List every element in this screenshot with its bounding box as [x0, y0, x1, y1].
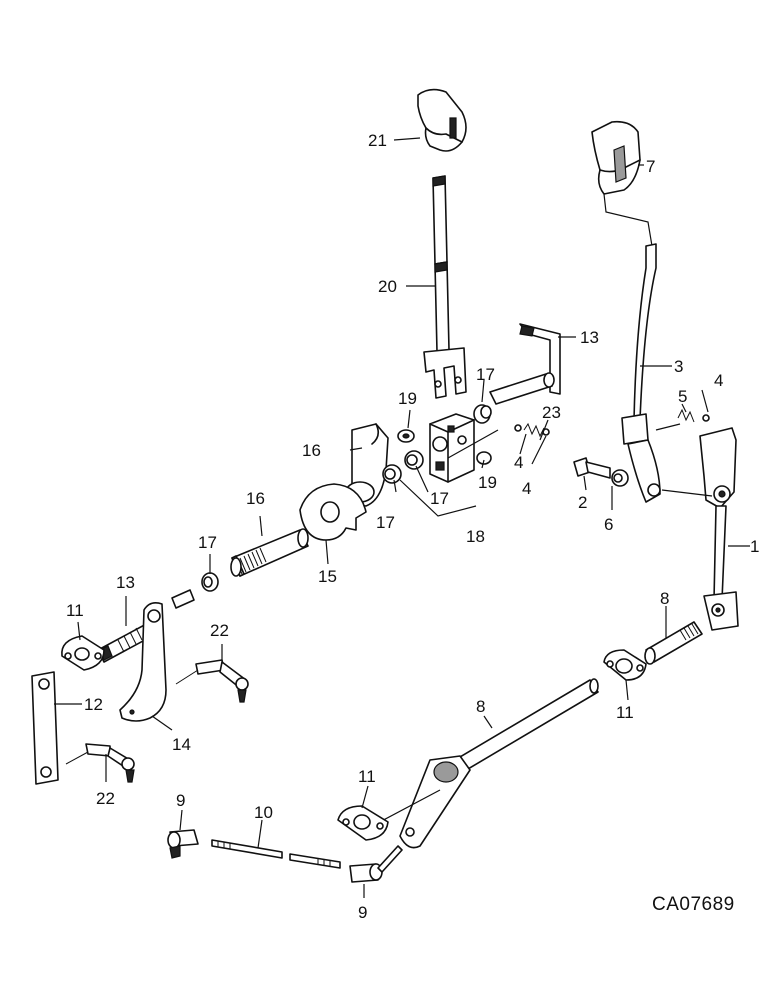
- ball-part-4-c[interactable]: [702, 414, 710, 422]
- bolt-part-2[interactable]: [573, 457, 611, 479]
- callout-13-lower: 13: [116, 573, 135, 592]
- callout-4-a: 4: [514, 453, 523, 472]
- callout-12: 12: [84, 695, 103, 714]
- callout-19-a: 19: [398, 389, 417, 408]
- callout-8-lower: 8: [476, 697, 485, 716]
- callout-1: 1: [750, 537, 759, 556]
- nut-part-19-a[interactable]: [397, 429, 415, 443]
- callout-8-upper: 8: [660, 589, 669, 608]
- bushing-part-6[interactable]: [611, 469, 629, 487]
- callout-13-upper: 13: [580, 328, 599, 347]
- pin-part-13-upper[interactable]: [489, 323, 561, 405]
- callout-6: 6: [604, 515, 613, 534]
- flange-part-11-right[interactable]: [603, 649, 647, 681]
- link-part-12[interactable]: [31, 671, 59, 785]
- rod-end-part-9-left[interactable]: [167, 829, 199, 859]
- callout-22-upper: 22: [210, 621, 229, 640]
- callout-23: 23: [542, 403, 561, 422]
- tie-rod-part-10[interactable]: [211, 839, 341, 869]
- ball-part-4-a[interactable]: [514, 424, 522, 432]
- arm-part-14[interactable]: [119, 602, 167, 722]
- callout-20: 20: [378, 277, 397, 296]
- flange-part-11-left[interactable]: [61, 635, 105, 671]
- ball-joint-part-22-lower[interactable]: [65, 743, 135, 783]
- drawing-code: CA07689: [652, 894, 735, 915]
- rod-part-8-lower[interactable]: [399, 678, 599, 849]
- spring-part-5[interactable]: [677, 408, 695, 423]
- knob-part-21[interactable]: [417, 88, 467, 152]
- callout-5: 5: [678, 387, 687, 406]
- lever-part-3[interactable]: [621, 243, 661, 503]
- callout-19-b: 19: [478, 473, 497, 492]
- callout-17-a: 17: [476, 365, 495, 384]
- callout-17-c: 17: [376, 513, 395, 532]
- callout-18: 18: [466, 527, 485, 546]
- block-part-18[interactable]: [429, 413, 475, 483]
- bushing-part-17-b[interactable]: [404, 450, 424, 470]
- nut-part-19-b[interactable]: [476, 451, 492, 465]
- callout-17-d: 17: [198, 533, 217, 552]
- callout-17-b: 17: [430, 489, 449, 508]
- callout-16-upper: 16: [302, 441, 321, 460]
- pin-segment: [171, 589, 195, 609]
- callout-9-upper: 9: [176, 791, 185, 810]
- callout-21: 21: [368, 131, 387, 150]
- callout-3: 3: [674, 357, 683, 376]
- callout-9-lower: 9: [358, 903, 367, 922]
- flange-part-11-lower[interactable]: [337, 805, 389, 841]
- lever-rod-part-20[interactable]: [423, 175, 467, 399]
- bushing-part-17-d[interactable]: [201, 572, 219, 592]
- shaft-part-16-lower[interactable]: [230, 528, 309, 577]
- callout-11-lower: 11: [358, 767, 376, 786]
- cam-part-15[interactable]: [299, 483, 367, 541]
- callout-7: 7: [646, 157, 655, 176]
- callout-10: 10: [254, 803, 273, 822]
- callout-11-left: 11: [66, 601, 84, 620]
- callout-2: 2: [578, 493, 587, 512]
- knob-part-7[interactable]: [591, 120, 641, 195]
- rod-end-part-9-right[interactable]: [349, 845, 403, 883]
- callout-22-lower: 22: [96, 789, 115, 808]
- bellcrank-part-1[interactable]: [699, 427, 739, 631]
- ball-joint-part-22-upper[interactable]: [175, 659, 249, 703]
- spring-part-23[interactable]: [523, 422, 545, 438]
- arm-part-16-upper[interactable]: [345, 423, 389, 507]
- callout-11-right: 11: [616, 703, 634, 722]
- callout-14: 14: [172, 735, 191, 754]
- rod-part-8-upper[interactable]: [644, 621, 703, 665]
- callout-4-right: 4: [714, 371, 723, 390]
- callout-15: 15: [318, 567, 337, 586]
- bushing-part-17-c[interactable]: [382, 464, 402, 484]
- callout-4-b: 4: [522, 479, 531, 498]
- callout-16-lower: 16: [246, 489, 265, 508]
- bushing-part-17-a[interactable]: [473, 404, 492, 424]
